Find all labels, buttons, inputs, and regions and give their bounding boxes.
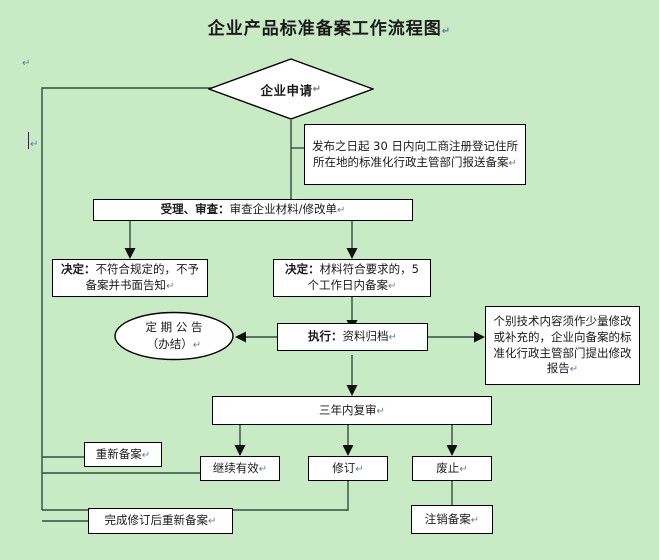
node-minor-change-label: 个别技术内容须作少量修改或补充的，企业向备案的标准化行政主管部门提出修改报告↵ (486, 314, 639, 376)
node-execute-label: 执行：资料归档↵ (304, 329, 401, 345)
node-review-three-years-mark: ↵ (376, 405, 385, 417)
arrow-into-review (346, 385, 358, 396)
node-minor-change-mark: ↵ (569, 364, 579, 376)
node-accept-review-rest: 审查企业材料/修改单 (229, 202, 337, 217)
node-announce-line2: （办结） (146, 336, 193, 351)
node-decision-reject[interactable]: 决定：不符合规定的，不予备案并书面告知↵ (52, 259, 208, 297)
stray-paragraph-mark: ↵ (22, 58, 31, 69)
node-announce-mark: ↵ (192, 339, 202, 351)
node-revise[interactable]: 修订↵ (308, 456, 388, 481)
node-revise-text: 修订 (332, 460, 356, 475)
node-decision-accept[interactable]: 决定：材料符合要求的，5 个工作日内备案↵ (273, 259, 431, 297)
page-title: 企业产品标准备案工作流程图↵ (0, 14, 659, 39)
node-decision-accept-lead: 决定： (285, 262, 320, 277)
page-title-text: 企业产品标准备案工作流程图 (207, 19, 442, 39)
node-abolish-label: 废止↵ (432, 461, 471, 477)
node-apply[interactable]: 企业申请↵ (208, 58, 374, 120)
node-keep-valid-text: 继续有效 (212, 460, 259, 475)
arrow-into-minor-change (474, 331, 485, 343)
node-decision-reject-rest: 不符合规定的，不予备案并书面告知 (85, 262, 199, 292)
node-keep-valid-mark: ↵ (258, 463, 268, 475)
node-abolish-mark: ↵ (459, 463, 468, 475)
node-review-three-years[interactable]: 三年内复审↵ (212, 396, 492, 425)
node-execute-rest: 资料归档 (342, 329, 389, 344)
node-execute-mark: ↵ (388, 332, 397, 344)
node-refile-mark: ↵ (141, 449, 151, 461)
node-revise-mark: ↵ (355, 463, 364, 475)
arrow-into-keep (234, 445, 246, 456)
node-review-three-years-label: 三年内复审↵ (315, 403, 389, 419)
node-decision-accept-label: 决定：材料符合要求的，5 个工作日内备案↵ (274, 262, 430, 293)
node-decision-reject-lead: 决定： (61, 262, 96, 277)
node-decision-accept-rest: 材料符合要求的，5 个工作日内备案 (307, 262, 419, 292)
caret-paragraph-mark: ↵ (30, 139, 39, 150)
arrow-into-revise (342, 445, 354, 456)
node-review-three-years-text: 三年内复审 (319, 402, 377, 417)
node-announce-line1: 定 期 公 告 (145, 320, 203, 335)
node-keep-valid-label: 继续有效↵ (209, 461, 271, 477)
node-refile-label: 重新备案↵ (92, 447, 154, 463)
node-revise-label: 修订↵ (328, 461, 367, 477)
node-apply-label: 企业申请↵ (208, 58, 374, 120)
node-cancel-filing-text: 注销备案 (424, 511, 471, 526)
node-minor-change[interactable]: 个别技术内容须作少量修改或补充的，企业向备案的标准化行政主管部门提出修改报告↵ (485, 306, 640, 385)
node-decision-accept-mark: ↵ (388, 281, 397, 292)
node-cancel-filing-label: 注销备案↵ (421, 512, 483, 528)
node-submit-note-mark: ↵ (508, 157, 517, 169)
node-decision-reject-mark: ↵ (166, 281, 175, 292)
arrow-into-abolish (446, 445, 458, 456)
node-submit-note-label: 发布之日起 30 日内向工商注册登记住所所在地的标准化行政主管部门报送备案↵ (305, 139, 525, 170)
arrow-into-announce (235, 331, 246, 343)
node-decision-reject-label: 决定：不符合规定的，不予备案并书面告知↵ (53, 262, 207, 293)
node-execute[interactable]: 执行：资料归档↵ (277, 323, 428, 351)
node-accept-review-label: 受理、审查：审查企业材料/修改单↵ (157, 202, 350, 218)
node-refile-after-revision-mark: ↵ (208, 516, 217, 528)
node-execute-lead: 执行： (308, 329, 343, 344)
node-refile[interactable]: 重新备案↵ (84, 442, 162, 467)
node-refile-after-revision-text: 完成修订后重新备案 (104, 513, 209, 528)
node-cancel-filing[interactable]: 注销备案↵ (411, 505, 493, 534)
node-submit-note[interactable]: 发布之日起 30 日内向工商注册登记住所所在地的标准化行政主管部门报送备案↵ (304, 124, 526, 185)
text-caret (28, 132, 29, 149)
node-cancel-filing-mark: ↵ (470, 514, 480, 526)
node-minor-change-text: 个别技术内容须作少量修改或补充的，企业向备案的标准化行政主管部门提出修改报告 (493, 314, 632, 376)
node-apply-mark: ↵ (312, 83, 322, 95)
page-title-pilcrow: ↵ (441, 26, 452, 37)
node-accept-review-lead: 受理、审查： (160, 202, 230, 217)
node-abolish-text: 废止 (436, 460, 460, 475)
node-announce-lines: 定 期 公 告（办结）↵ (146, 319, 203, 352)
wire-revise-to-refile-after-revision (42, 481, 349, 511)
arrow-into-reject (124, 248, 136, 259)
node-announce[interactable]: 定 期 公 告（办结）↵ (113, 311, 235, 361)
node-accept-review[interactable]: 受理、审查：审查企业材料/修改单↵ (93, 199, 413, 221)
node-apply-text: 企业申请 (260, 82, 313, 98)
node-refile-text: 重新备案 (95, 446, 142, 461)
node-announce-label: 定 期 公 告（办结）↵ (113, 311, 235, 361)
node-accept-review-mark: ↵ (336, 205, 346, 217)
wire-feedback-to-apply (41, 87, 285, 510)
node-keep-valid[interactable]: 继续有效↵ (200, 456, 280, 481)
node-refile-after-revision-label: 完成修订后重新备案↵ (101, 513, 221, 529)
node-abolish[interactable]: 废止↵ (412, 456, 492, 481)
node-submit-note-text: 发布之日起 30 日内向工商注册登记住所所在地的标准化行政主管部门报送备案 (312, 138, 518, 169)
arrow-into-accept-decision (346, 248, 358, 259)
node-refile-after-revision[interactable]: 完成修订后重新备案↵ (88, 508, 233, 534)
